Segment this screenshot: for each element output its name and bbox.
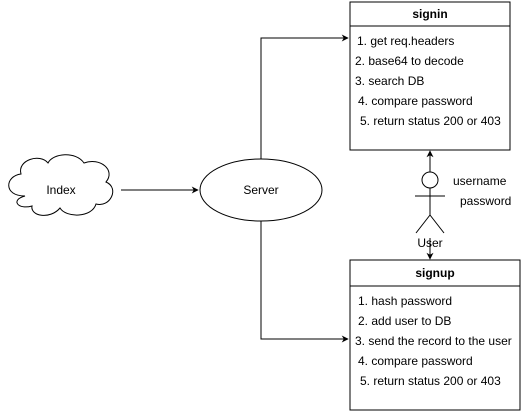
server-to-signup-connector [260, 221, 349, 343]
signup-title: signup [415, 266, 454, 280]
signin-item: 2. base64 to decode [355, 54, 464, 68]
server-to-signin-connector [260, 34, 349, 159]
signin-item: 4. compare password [358, 94, 473, 108]
signup-box: signup 1. hash password 2. add user to D… [349, 259, 521, 411]
signup-item: 1. hash password [358, 294, 452, 308]
password-label: password [460, 194, 511, 208]
server-node: Server [199, 158, 323, 222]
index-label: Index [46, 183, 75, 197]
signup-item: 2. add user to DB [358, 314, 451, 328]
username-label: username [453, 174, 507, 188]
user-actor: User username password [415, 171, 511, 250]
cloud-icon [8, 154, 114, 216]
signin-frame [349, 1, 511, 151]
signin-box: signin 1. get req.headers 2. base64 to d… [349, 1, 511, 151]
signin-item: 5. return status 200 or 403 [360, 114, 501, 128]
signin-title: signin [412, 7, 447, 21]
signup-item: 5. return status 200 or 403 [360, 374, 501, 388]
user-label: User [417, 236, 442, 250]
signup-frame [349, 259, 521, 411]
index-node: Index [8, 154, 114, 216]
actor-icon [415, 171, 445, 234]
signin-item: 1. get req.headers [357, 34, 454, 48]
server-label: Server [243, 183, 278, 197]
signin-item: 3. search DB [355, 74, 424, 88]
signup-item: 4. compare password [358, 354, 473, 368]
signup-item: 3. send the record to the user [355, 334, 512, 348]
